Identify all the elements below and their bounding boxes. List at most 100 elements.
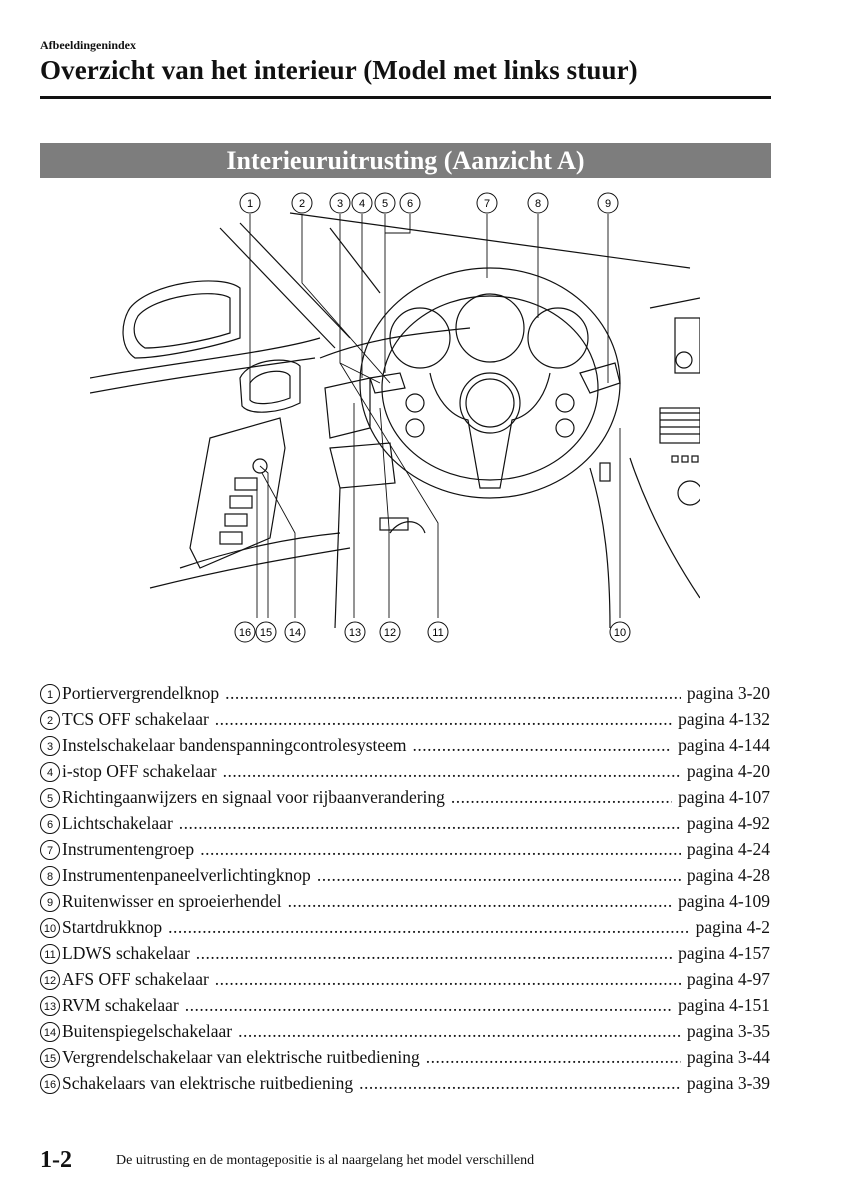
legend-item: 4i-stop OFF schakelaar pagina 4-20: [40, 761, 770, 787]
page-reference: pagina 3-35: [686, 1021, 770, 1041]
callout-top-1: 1: [247, 198, 253, 210]
legend-number: 4: [40, 762, 60, 782]
legend-label: LDWS schakelaar: [62, 943, 190, 963]
leader-dots: [413, 735, 673, 756]
callout-top-7: 7: [484, 198, 490, 210]
legend-number: 1: [40, 684, 60, 704]
page-reference: pagina 4-97: [686, 969, 770, 989]
section-banner: Interieuruitrusting (Aanzicht A): [40, 143, 771, 178]
legend-label: Portiervergrendelknop: [62, 683, 220, 703]
legend-number: 9: [40, 892, 60, 912]
legend-number: 6: [40, 814, 60, 834]
leader-dots: [168, 917, 690, 938]
page-reference: pagina 4-132: [678, 709, 770, 729]
page-reference: pagina 4-2: [695, 917, 770, 937]
legend-number: 10: [40, 918, 60, 938]
legend-number: 11: [40, 944, 60, 964]
legend-label: AFS OFF schakelaar: [62, 969, 209, 989]
callout-top-2: 2: [299, 198, 305, 210]
legend-number: 8: [40, 866, 60, 886]
legend-number: 16: [40, 1074, 60, 1094]
callout-top-5: 5: [382, 198, 388, 210]
legend-number: 5: [40, 788, 60, 808]
page-reference: pagina 3-20: [686, 683, 770, 703]
legend-label: Vergrendelschakelaar van elektrische rui…: [62, 1047, 420, 1067]
page-reference: pagina 4-24: [686, 839, 770, 859]
legend-label: Richtingaanwijzers en signaal voor rijba…: [62, 787, 445, 807]
section-label: Afbeeldingenindex: [40, 38, 137, 52]
legend-number: 14: [40, 1022, 60, 1042]
callout-top-9: 9: [605, 198, 611, 210]
page-number: 1-2: [40, 1147, 72, 1173]
legend-number: 15: [40, 1048, 60, 1068]
leader-dots: [426, 1047, 681, 1068]
page-reference: pagina 4-109: [678, 891, 770, 911]
legend-label: i-stop OFF schakelaar: [62, 761, 217, 781]
page-reference: pagina 4-28: [686, 865, 770, 885]
page-reference: pagina 4-20: [686, 761, 770, 781]
legend-number: 12: [40, 970, 60, 990]
legend-label: Ruitenwisser en sproeierhendel: [62, 891, 282, 911]
callout-top-8: 8: [535, 198, 541, 210]
callout-bottom-14: 14: [289, 627, 301, 639]
legend-label: Lichtschakelaar: [62, 813, 173, 833]
legend-label: Instrumentenpaneelverlichtingknop: [62, 865, 311, 885]
page-reference: pagina 4-107: [678, 787, 770, 807]
legend-label: RVM schakelaar: [62, 995, 179, 1015]
page-reference: pagina 3-44: [686, 1047, 770, 1067]
legend-label: Instrumentengroep: [62, 839, 195, 859]
legend-number: 13: [40, 996, 60, 1016]
leader-dots: [185, 995, 672, 1016]
legend-item: 7Instrumentengroeppagina 4-24: [40, 839, 770, 865]
legend-label: TCS OFF schakelaar: [62, 709, 209, 729]
callout-top-6: 6: [407, 198, 413, 210]
leader-dots: [179, 813, 681, 834]
leader-dots: [238, 1021, 681, 1042]
page-reference: pagina 4-151: [678, 995, 770, 1015]
legend-item: 6Lichtschakelaarpagina 4-92: [40, 813, 770, 839]
callout-top-3: 3: [337, 198, 343, 210]
leader-dots: [317, 865, 681, 886]
callout-bottom-16: 16: [239, 627, 251, 639]
callout-top-4: 4: [359, 198, 365, 210]
leader-dots: [359, 1073, 681, 1094]
callout-bottom-15: 15: [260, 627, 272, 639]
page-reference: pagina 4-144: [678, 735, 770, 755]
interior-illustration: 1 2 3 4 5 6 7 8 9 16 15 14 13 12 11 10: [90, 192, 700, 643]
page-title: Overzicht van het interieur (Model met l…: [40, 55, 638, 85]
legend-label: Buitenspiegelschakelaar: [62, 1021, 233, 1041]
footer-note: De uitrusting en de montagepositie is al…: [116, 1153, 535, 1168]
callout-bottom-12: 12: [384, 627, 396, 639]
leader-dots: [451, 787, 672, 808]
page-reference: pagina 3-39: [686, 1073, 770, 1093]
leader-dots: [288, 891, 672, 912]
legend-label: Startdrukknop: [62, 917, 163, 937]
page-reference: pagina 4-157: [678, 943, 770, 963]
callout-bottom-10: 10: [614, 627, 626, 639]
leader-dots: [223, 761, 681, 782]
leader-dots: [215, 709, 672, 730]
callout-bottom-11: 11: [432, 627, 443, 639]
leader-dots: [225, 683, 681, 704]
legend-number: 2: [40, 710, 60, 730]
legend-number: 3: [40, 736, 60, 756]
leader-dots: [196, 943, 672, 964]
callout-bottom-13: 13: [349, 627, 361, 639]
leader-dots: [215, 969, 681, 990]
legend-label: Schakelaars van elektrische ruitbedienin…: [62, 1073, 354, 1093]
title-rule: [40, 96, 771, 99]
